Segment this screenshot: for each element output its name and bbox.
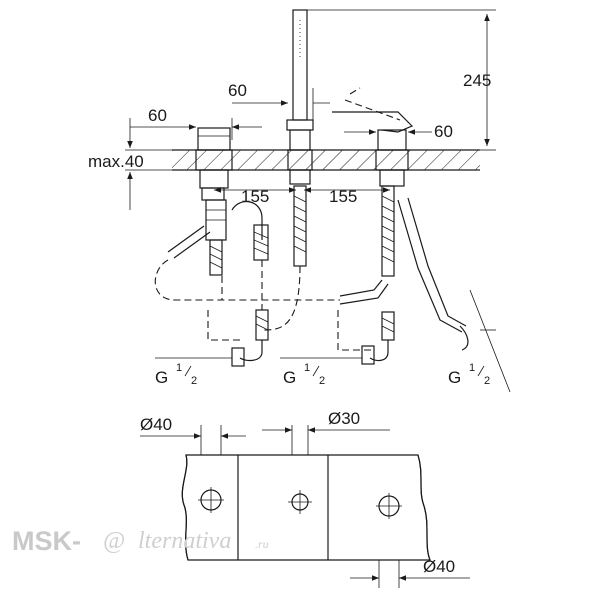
svg-text:2: 2 bbox=[484, 375, 490, 387]
svg-text:2: 2 bbox=[319, 375, 325, 387]
connection-hoses bbox=[154, 185, 469, 367]
svg-text:G: G bbox=[283, 368, 296, 387]
hand-shower bbox=[286, 9, 314, 185]
svg-text:G: G bbox=[155, 368, 168, 387]
thread-label-right: G 1 2 bbox=[448, 362, 490, 387]
deck-section bbox=[125, 149, 480, 171]
svg-text:1: 1 bbox=[469, 362, 475, 374]
dim-spacing-left: 155 bbox=[241, 187, 269, 206]
svg-text:2: 2 bbox=[191, 375, 197, 387]
dim-handle-offset: 60 bbox=[228, 81, 247, 100]
dim-right-spacing: 60 bbox=[434, 122, 453, 141]
svg-text:G: G bbox=[448, 368, 461, 387]
mixer-lever bbox=[332, 87, 414, 187]
dim-bore-left: Ø40 bbox=[140, 415, 172, 434]
svg-text:.ru: .ru bbox=[255, 537, 269, 551]
dimension-lines bbox=[127, 9, 511, 393]
left-valve-base bbox=[195, 127, 233, 189]
dim-bore-center: Ø30 bbox=[328, 409, 360, 428]
dim-deck-thickness: max.40 bbox=[88, 152, 144, 171]
svg-text:lternativa: lternativa bbox=[138, 528, 231, 554]
dim-bore-right: Ø40 bbox=[423, 557, 455, 576]
thread-label-center: G 1 2 bbox=[283, 362, 325, 387]
watermark-logo: MSK- @ lternativa .ru bbox=[12, 526, 269, 556]
drilling-plan bbox=[140, 425, 470, 588]
svg-text:1: 1 bbox=[176, 362, 182, 374]
dim-spacing-right: 155 bbox=[329, 187, 357, 206]
dim-height-total: 245 bbox=[463, 71, 491, 90]
dim-left-spacing: 60 bbox=[148, 106, 167, 125]
svg-text:@: @ bbox=[103, 528, 125, 554]
thread-label-left: G 1 2 bbox=[155, 362, 197, 387]
svg-text:MSK-: MSK- bbox=[12, 526, 81, 556]
svg-text:1: 1 bbox=[304, 362, 310, 374]
